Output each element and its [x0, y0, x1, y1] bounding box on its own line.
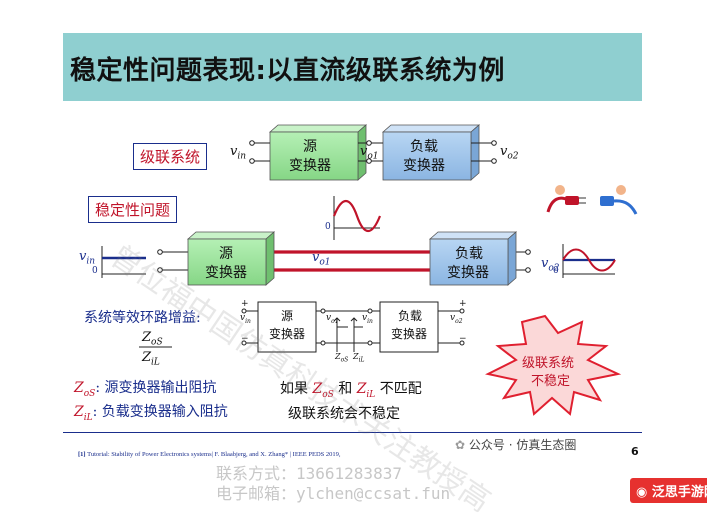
cascade-label: 级联系统 [133, 143, 208, 170]
wechat-icon: ✿ [455, 438, 469, 452]
top-vo1-label: vo1 [360, 144, 379, 162]
burst-line1: 级联系统 [522, 356, 575, 371]
mid-source-line2: 变换器 [205, 265, 247, 281]
mid-terminals [157, 249, 531, 273]
top-wires [252, 142, 494, 162]
slide-title: 稳定性问题表现:以直流级联系统为例 [70, 56, 505, 86]
top-source-line2: 变换器 [289, 158, 331, 174]
fraction-denominator: ZiL [142, 350, 160, 368]
mid-load-line2: 变换器 [447, 265, 489, 281]
loop-gain-label: 系统等效环路增益: [84, 310, 201, 326]
bot-zil-label: ZiL [353, 352, 365, 364]
bot-zos-label: ZoS [335, 352, 349, 364]
fraction-numerator: ZoS [142, 330, 163, 348]
top-source-converter [268, 124, 368, 181]
bot-load-line1: 负载 [398, 309, 423, 323]
bot-vo2-label: vo2 [450, 313, 463, 325]
mid-source-converter [186, 231, 276, 286]
bot-minus-1: − [241, 334, 249, 344]
mid-vin-zero: 0 [92, 266, 98, 276]
bot-plus-1: + [241, 299, 249, 309]
bot-source-line1: 源 [281, 309, 294, 323]
unstable-burst [485, 314, 622, 416]
bot-load-line2: 变换器 [391, 327, 428, 341]
top-vin-label: vin [230, 144, 247, 162]
mid-vo1-label: vo1 [312, 250, 331, 268]
bot-minus-2: − [459, 334, 467, 344]
footer-reference: [1] Tutorial: Stability of Power Electro… [78, 451, 341, 458]
wechat-label: ✿ 公众号 · 仿真生态圈 [455, 438, 577, 452]
cascade-diagram [101, 124, 638, 416]
mid-vin-label: vin [79, 249, 96, 267]
vin-waveform [101, 246, 146, 278]
mid-source-line1: 源 [219, 246, 233, 262]
mid-load-line1: 负载 [455, 246, 483, 262]
conclusion-line1: 如果 ZoS 和 ZiL 不匹配 [280, 381, 422, 400]
watermark-phone: 联系方式：13661283837 [216, 464, 402, 483]
vo2-oscillation [562, 244, 616, 278]
bot-source-line2: 变换器 [269, 327, 306, 341]
zil-definition: ZiL: 负载变换器输入阻抗 [74, 404, 228, 423]
bottom-terminals [241, 308, 465, 346]
mid-vo2-label: vo2 [541, 256, 560, 274]
title-bar [63, 33, 642, 101]
bot-vin-label: vin [240, 313, 251, 325]
top-load-line1: 负载 [410, 139, 438, 155]
plug-disconnect-icon [546, 185, 638, 215]
mid-vo1-zero: 0 [325, 222, 331, 232]
top-vo2-label: vo2 [500, 144, 519, 162]
mid-vo2-zero: 0 [553, 266, 559, 276]
zos-definition: ZoS: 源变换器输出阻抗 [74, 380, 217, 399]
site-badge: ◉ 泛思手游网 [630, 478, 707, 503]
page-number: 6 [631, 445, 639, 458]
burst-line2: 不稳定 [531, 374, 571, 389]
watermark-email: 电子邮箱：ylchen@ccsat.fun [216, 484, 451, 503]
top-terminals [249, 140, 497, 164]
mid-load-converter [428, 231, 518, 286]
bot-vin2-label: vin [362, 313, 373, 325]
top-source-line1: 源 [303, 139, 317, 155]
conclusion-line2: 级联系统会不稳定 [288, 406, 400, 422]
logo-icon: ◉ [636, 485, 652, 500]
top-load-converter [381, 124, 481, 181]
top-load-line2: 变换器 [403, 158, 445, 174]
vo1-oscillation [332, 196, 382, 240]
footer-rule [63, 432, 642, 433]
bot-vo1-label: vo1 [326, 313, 339, 325]
bot-plus-2: + [459, 299, 467, 309]
stability-label: 稳定性问题 [88, 196, 178, 223]
